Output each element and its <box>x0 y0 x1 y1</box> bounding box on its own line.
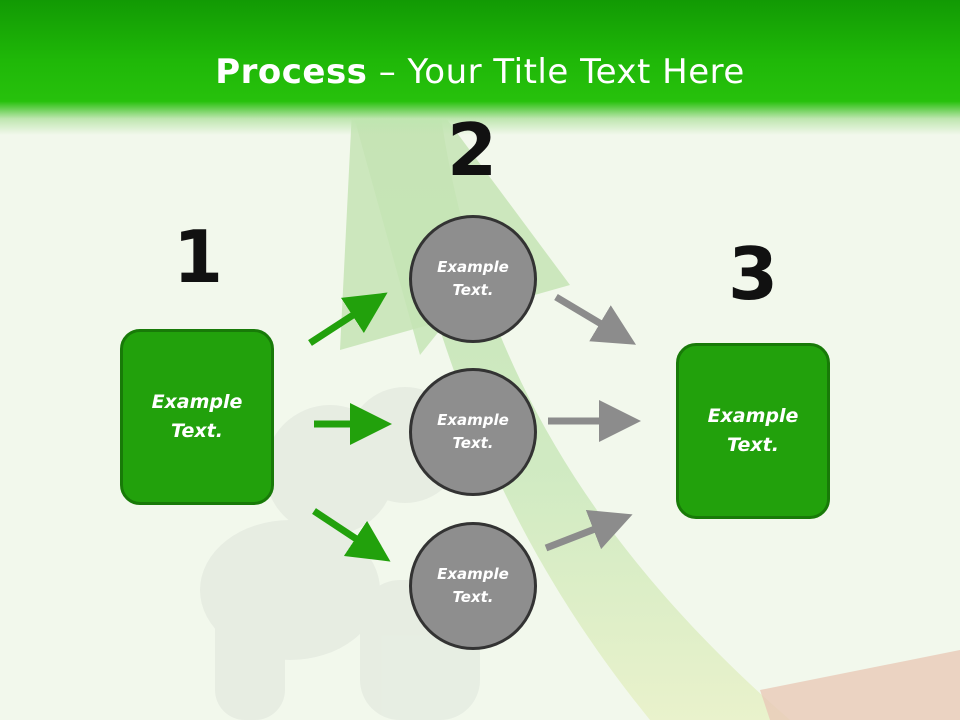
title-rest: – Your Title Text Here <box>367 52 745 92</box>
circle-middle-line1: Example <box>437 411 509 429</box>
title-bold: Process <box>215 52 368 92</box>
right-box-line1: Example <box>707 405 799 427</box>
left-box-line2: Text. <box>171 420 223 442</box>
arrow-left-to-top <box>308 292 388 346</box>
arrow-bottom-to-right <box>544 510 633 552</box>
circle-bottom-line1: Example <box>437 565 509 583</box>
arrow-top-to-right <box>554 293 637 345</box>
step-number-2: 2 <box>446 108 498 192</box>
left-box-line1: Example <box>151 391 243 413</box>
circle-middle-line2: Text. <box>452 434 494 452</box>
floor-shape <box>760 650 960 720</box>
arrow-left-to-bottom <box>312 508 391 562</box>
circle-bottom-line2: Text. <box>452 588 494 606</box>
step-number-1: 1 <box>172 215 224 299</box>
step-number-3: 3 <box>727 232 779 316</box>
circle-top-line2: Text. <box>452 281 494 299</box>
right-box-line2: Text. <box>727 434 779 456</box>
circle-top-line1: Example <box>437 258 509 276</box>
title-bar <box>0 0 960 135</box>
slide-title: Process – Your Title Text Here <box>0 52 960 92</box>
